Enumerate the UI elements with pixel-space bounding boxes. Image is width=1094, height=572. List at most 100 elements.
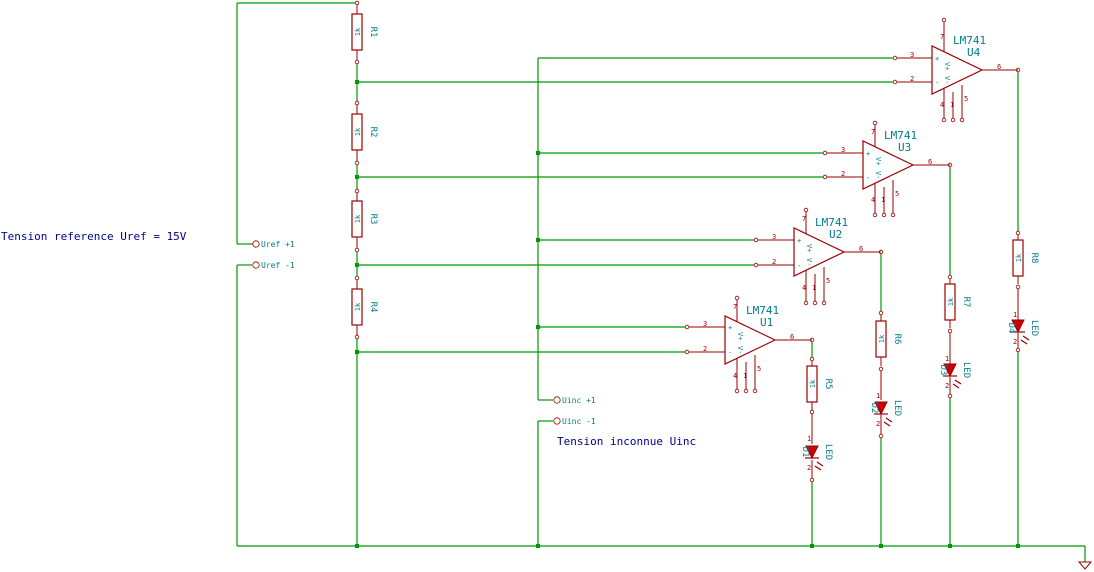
led-d1-ref: D1 [800,447,810,458]
led-d3-pin-anode: 1 [945,355,949,363]
led-d4-pin-anode: 1 [1013,311,1017,319]
opamp-u3-minus-sign: - [866,174,870,182]
opamp-u4-ref: U4 [967,46,981,59]
connector-uinc-plus: Uinc +1 [553,396,596,405]
resistor-r5-ref: R5 [823,379,833,390]
resistor-r1-value: 1k [354,27,362,36]
opamp-u4-pin-inv: 2 [910,75,914,83]
opamp-u4-value: LM741 [953,34,986,47]
opamp-u4: 3 2 6 7 4 1 5 + - V+ V- LM741 U4 [892,17,1018,123]
resistor-r4-ref: R4 [368,302,378,313]
opamp-u3-pin-n1: 1 [881,196,885,204]
connector-uref-plus: Uref +1 [252,240,295,249]
opamp-u4-pin-n1: 1 [950,101,954,109]
resistor-r6: 1k R6 [875,249,902,372]
opamp-u4-pin-out: 6 [997,63,1001,71]
resistor-r3: 1k R3 [351,188,378,253]
led-d4: 1 2 D4 LED [1006,289,1039,353]
resistor-r1: 1k R1 [351,0,378,65]
opamp-u1-pin-out: 6 [790,333,794,341]
opamp-u4-plus-sign: + [935,55,939,63]
junctions [355,80,1020,548]
resistor-r8-ref: R8 [1029,253,1039,264]
opamp-u3-vplus-name: V+ [874,157,882,165]
opamp-u1-ref: U1 [760,316,773,329]
led-d4-ref: D4 [1006,323,1016,334]
opamp-u1: 3 2 6 7 4 1 5 + - V+ V- LM741 U1 [684,295,812,394]
uinc-title-label: Tension inconnue Uinc [557,435,696,448]
connector-uinc-minus: Uinc -1 [553,417,596,426]
led-d3: 1 2 D3 LED [938,333,971,399]
opamp-u2-plus-sign: + [797,237,801,245]
opamp-u2-pin-inv: 2 [772,258,776,266]
led-d1-pin-cathode: 2 [807,464,811,472]
opamp-u3-ref: U3 [898,141,911,154]
resistor-r8-value: 1k [1015,253,1023,262]
led-d3-ref: D3 [938,365,948,376]
led-d2-value: LED [892,400,902,416]
opamp-u3-pin-inv: 2 [841,170,845,178]
resistor-r2-value: 1k [354,127,362,136]
resistor-r4: 1k R4 [351,275,378,340]
opamp-u1-pin-n1: 1 [743,372,747,380]
resistor-r7-value: 1k [947,297,955,306]
opamp-u2-value: LM741 [815,216,848,229]
led-d1: 1 2 D1 LED [800,414,833,483]
opamp-u3-vminus-name: V- [874,171,882,179]
opamp-u4-pin-noninv: 3 [910,51,914,59]
led-d4-value: LED [1029,320,1039,336]
connector-uref-plus-label: Uref +1 [261,240,295,249]
led-d4-pin-cathode: 2 [1013,338,1017,346]
resistor-r2-ref: R2 [368,127,378,138]
opamp-u3-plus-sign: + [866,150,870,158]
opamp-u2-pin-n1: 1 [812,284,816,292]
opamp-u2-pin-out: 6 [859,245,863,253]
connector-uref-minus: Uref -1 [252,261,295,270]
led-d1-pin-anode: 1 [807,435,811,443]
uref-title-label: Tension reference Uref = 15V [1,230,187,243]
led-d2-pin-cathode: 2 [876,420,880,428]
opamp-u1-pin-n5: 5 [757,365,761,373]
opamp-u2-pin-vplus: 7 [802,215,806,223]
connector-uinc-minus-label: Uinc -1 [562,417,596,426]
opamp-u3-value: LM741 [884,129,917,142]
opamp-u2-pin-noninv: 3 [772,233,776,241]
opamp-u3-pin-n5: 5 [895,190,899,198]
connector-uref-minus-label: Uref -1 [261,261,295,270]
led-d2-ref: D2 [869,403,879,414]
led-d3-pin-cathode: 2 [945,382,949,390]
led-d1-value: LED [823,444,833,460]
resistor-r3-value: 1k [354,214,362,223]
opamp-u4-vminus-name: V- [943,76,951,84]
opamp-u2-minus-sign: - [797,262,801,270]
opamp-u2-vminus-name: V- [805,258,813,266]
opamp-u1-plus-sign: + [728,324,732,332]
opamp-u4-vplus-name: V+ [943,62,951,70]
opamp-u2-ref: U2 [829,228,842,241]
opamp-u1-minus-sign: - [728,349,732,357]
resistor-r4-value: 1k [354,302,362,311]
resistor-r5: 1k R5 [806,337,833,415]
resistor-r7: 1k R7 [944,162,971,334]
opamp-u3-pin-vminus: 4 [871,196,875,204]
opamp-u4-pin-vplus: 7 [940,33,944,41]
opamp-u1-vminus-name: V- [736,346,744,354]
resistor-r2: 1k R2 [351,100,378,166]
ground-symbol [1077,561,1093,570]
resistor-r5-value: 1k [809,379,817,388]
opamp-u1-pin-vplus: 7 [733,303,737,311]
opamp-u1-value: LM741 [746,304,779,317]
led-d2: 1 2 D2 LED [869,371,902,439]
resistor-r6-value: 1k [878,334,886,343]
opamp-u2-vplus-name: V+ [805,244,813,252]
opamp-u2: 3 2 6 7 4 1 5 + - V+ V- LM741 U2 [753,207,881,306]
opamp-u3-pin-noninv: 3 [841,146,845,154]
opamp-u1-vplus-name: V+ [736,332,744,340]
connector-uinc-plus-label: Uinc +1 [562,396,596,405]
opamp-u3-pin-out: 6 [928,158,932,166]
wires [236,2,1086,562]
resistor-r1-ref: R1 [368,27,378,38]
opamp-u1-pin-inv: 2 [703,345,707,353]
led-d2-pin-anode: 1 [876,392,880,400]
resistor-r7-ref: R7 [961,297,971,308]
